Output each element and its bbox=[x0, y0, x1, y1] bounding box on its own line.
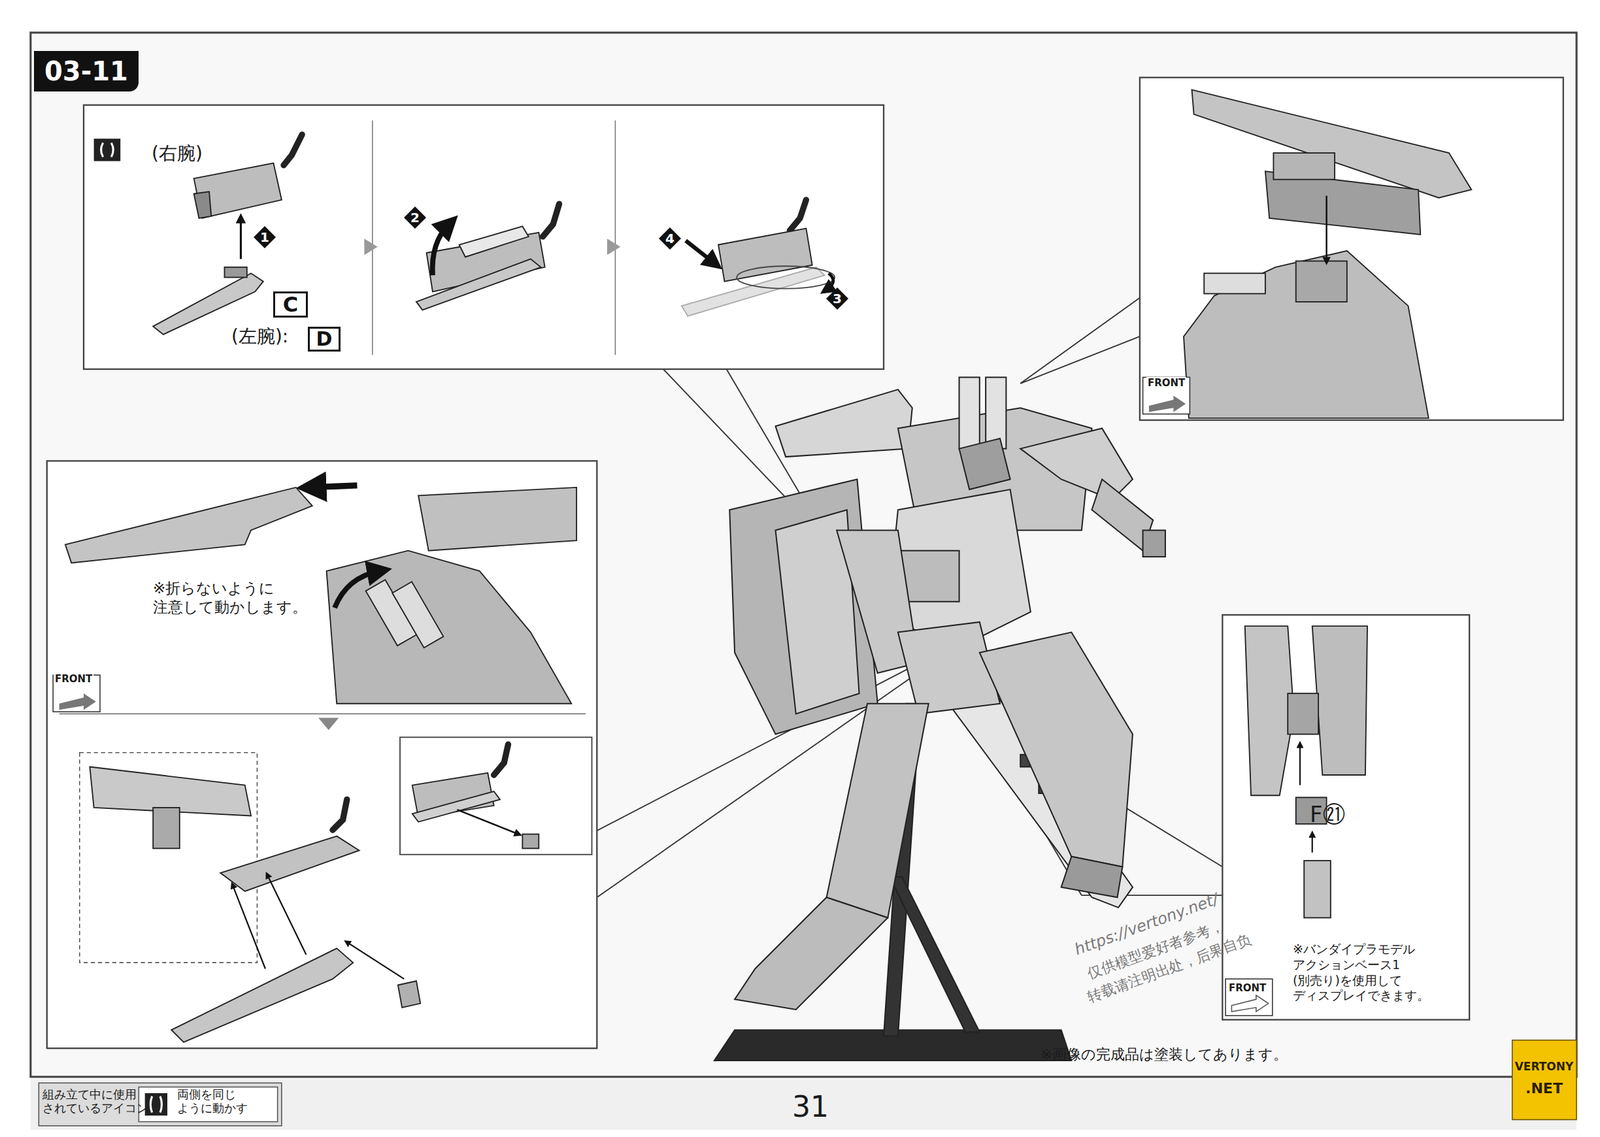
part-letter: D bbox=[316, 329, 333, 350]
annotation-text: (右腕) bbox=[151, 141, 203, 165]
callout-number-text: 1 bbox=[260, 230, 270, 244]
icon-legend-box: 組み立て中に使用されているアイコン両側を同じように動かす bbox=[38, 1083, 282, 1127]
step-number: 03-11 bbox=[44, 58, 129, 85]
detail-panel: FRONT bbox=[1139, 77, 1564, 421]
diamond-shape bbox=[826, 287, 849, 310]
callout-number: 1 bbox=[253, 226, 276, 249]
annotation-text: FRONT bbox=[53, 673, 94, 686]
annotation-text: (左腕): bbox=[231, 324, 289, 348]
note-text: ※画像の完成品は塗装してあります。 bbox=[1040, 1045, 1288, 1065]
logo-text: VERTONY bbox=[1515, 1060, 1574, 1074]
annotation-text: ※折らないように注意して動かします。 bbox=[152, 579, 308, 617]
annotation-text: 両側を同じように動かす bbox=[177, 1088, 248, 1116]
step-panel: (右腕) (左腕): CD 1 2 4 3 bbox=[83, 105, 884, 370]
page-number: 31 bbox=[792, 1088, 829, 1125]
callout-number-text: 3 bbox=[832, 292, 842, 306]
annotation-text: F㉑ bbox=[1309, 800, 1346, 829]
diamond-shape bbox=[658, 227, 682, 250]
annotation-text: ※バンダイプラモデルアクションベース1(別売り)を使用してディスプレイできます。 bbox=[1292, 941, 1430, 1004]
callout-number: 2 bbox=[403, 206, 427, 229]
part-runner-box: D bbox=[307, 326, 341, 352]
part-runner-box: C bbox=[273, 291, 308, 318]
detail-panel: F㉑ ※バンダイプラモデルアクションベース1(別売り)を使用してディスプレイできま… bbox=[1222, 615, 1470, 1021]
callout-number-text: 2 bbox=[410, 211, 420, 225]
annotation-text: FRONT bbox=[1146, 377, 1187, 390]
diamond-shape bbox=[403, 206, 427, 229]
logo-text: .NET bbox=[1525, 1079, 1563, 1099]
callout-number-text: 4 bbox=[665, 232, 675, 246]
callout-number: 3 bbox=[826, 287, 849, 310]
annotation-text: FRONT bbox=[1227, 982, 1268, 995]
detail-panel: ※折らないように注意して動かします。 FRONT bbox=[47, 461, 597, 1050]
annotation-text: 組み立て中に使用されているアイコン bbox=[42, 1088, 149, 1116]
callout-number: 4 bbox=[658, 227, 682, 250]
step-number-tab: 03-11 bbox=[33, 50, 139, 92]
diamond-shape bbox=[253, 226, 276, 249]
part-letter: C bbox=[283, 294, 299, 316]
